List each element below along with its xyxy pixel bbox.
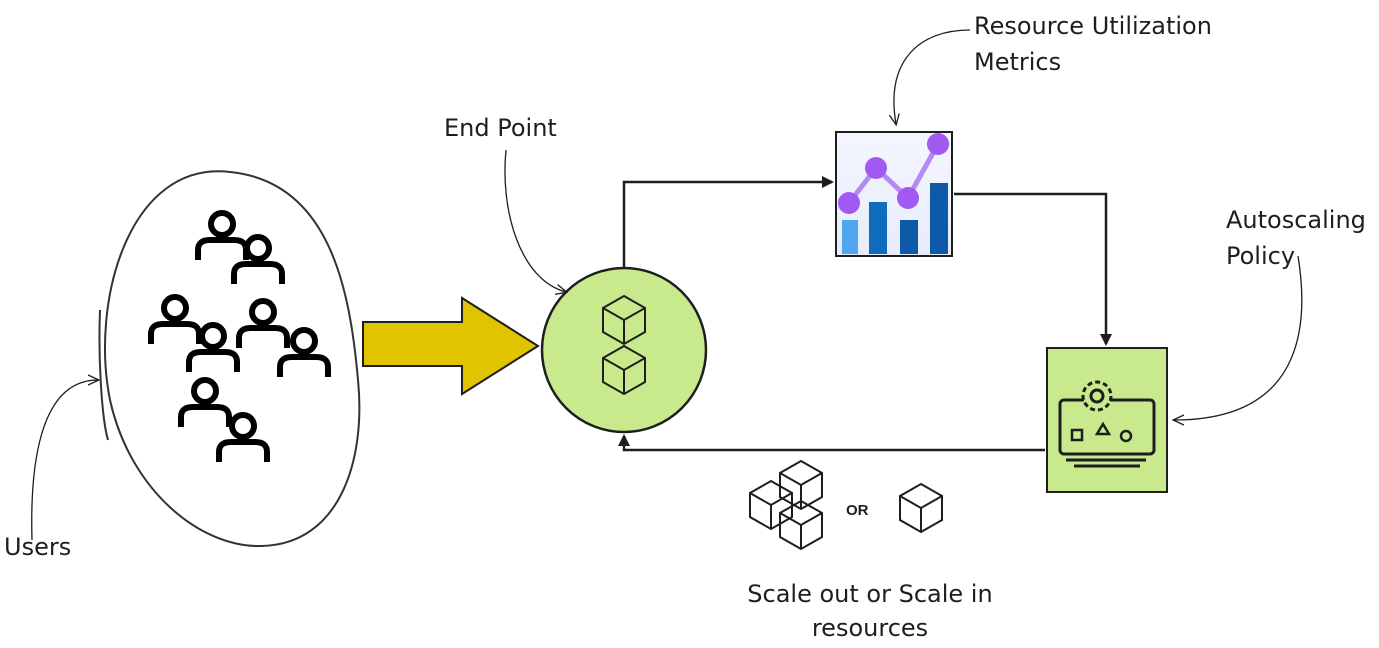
gear-shapes-icon (1058, 380, 1156, 468)
or-label: OR (846, 502, 869, 519)
endpoint-pointer-arrow (504, 149, 566, 292)
metrics-label-line1: Resource Utilization (974, 12, 1212, 40)
users-label: Users (4, 533, 71, 561)
policy-pointer-arrow (1174, 255, 1303, 420)
single-cube-icon (899, 483, 943, 533)
multiple-cubes-icon (749, 460, 823, 550)
endpoint-label: End Point (444, 114, 557, 142)
chart-icon (838, 133, 949, 254)
policy-node (1046, 347, 1168, 493)
endpoint-node (540, 266, 708, 434)
metrics-pointer-arrow (894, 29, 971, 124)
users-group (98, 170, 361, 548)
scale-caption-line2: resources (812, 614, 928, 642)
policy-label-line2: Policy (1226, 242, 1295, 270)
policy-to-endpoint-arrow (618, 434, 1045, 452)
metrics-to-policy-arrow (954, 192, 1112, 346)
users-pointer-arrow (31, 380, 98, 541)
scale-caption-line1: Scale out or Scale in (747, 580, 992, 608)
metrics-label-line2: Metrics (974, 48, 1061, 76)
users-oval (104, 170, 361, 548)
policy-label-line1: Autoscaling (1226, 206, 1366, 234)
traffic-arrow (362, 296, 540, 396)
endpoint-to-metrics-arrow (622, 176, 834, 268)
oval-stroke-tail (98, 309, 109, 441)
metrics-node (835, 131, 953, 257)
